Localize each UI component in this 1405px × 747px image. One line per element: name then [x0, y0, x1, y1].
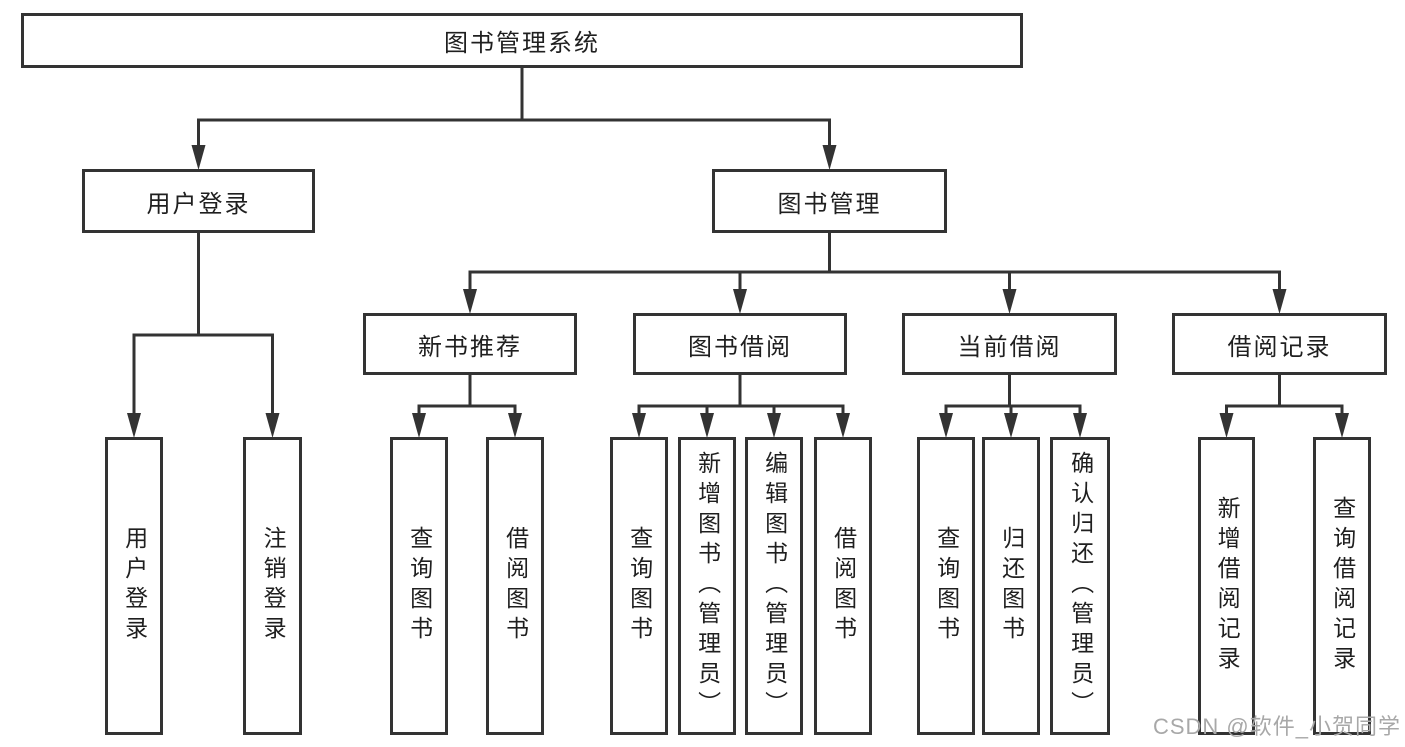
connector-borrow	[632, 374, 850, 438]
arrowhead-current-return	[1004, 413, 1018, 438]
node-rec-borrow: 借阅图书	[486, 437, 544, 735]
node-login-user: 用户登录	[105, 437, 163, 735]
node-label-login-logout: 注销登录	[260, 526, 287, 646]
node-label-root: 图书管理系统	[444, 30, 600, 57]
arrowhead-current-query	[939, 413, 953, 438]
node-label-rec-query: 查询图书	[406, 526, 433, 646]
node-label-current: 当前借阅	[957, 333, 1062, 361]
arrowhead-borrow-add	[700, 413, 714, 438]
node-label-borrow-query: 查询图书	[626, 526, 653, 646]
node-borrow-edit: 编辑图书（管理员）	[745, 437, 803, 735]
node-borrow: 图书借阅	[633, 313, 847, 375]
node-rec: 新书推荐	[363, 313, 577, 375]
connector-records	[1219, 374, 1349, 438]
arrowhead-current-confirm	[1073, 413, 1087, 438]
node-label-login-user: 用户登录	[121, 526, 148, 646]
node-login-logout: 注销登录	[243, 437, 302, 735]
arrowhead-login-logout	[265, 413, 280, 438]
node-current-query: 查询图书	[917, 437, 975, 735]
arrowhead-login-user	[127, 413, 141, 438]
node-current-return: 归还图书	[982, 437, 1040, 735]
connector-root	[191, 67, 837, 170]
node-label-current-return: 归还图书	[998, 526, 1025, 646]
arrowhead-records-add	[1219, 413, 1234, 438]
connector-login	[127, 232, 280, 438]
node-label-borrow-add: 新增图书（管理员）	[694, 451, 721, 721]
node-borrow-add: 新增图书（管理员）	[678, 437, 736, 735]
arrowhead-borrow-edit	[767, 413, 781, 438]
node-label-borrow-edit: 编辑图书（管理员）	[761, 451, 788, 721]
node-mgmt: 图书管理	[712, 169, 947, 233]
arrowhead-records-query	[1335, 413, 1349, 438]
node-records-add: 新增借阅记录	[1198, 437, 1255, 735]
node-label-records-add: 新增借阅记录	[1214, 496, 1241, 676]
connector-mgmt	[463, 232, 1287, 314]
arrowhead-records	[1272, 289, 1287, 314]
arrowhead-current	[1002, 289, 1017, 314]
watermark: CSDN @软件_小贺同学	[1152, 714, 1401, 739]
node-label-records: 借阅记录	[1227, 333, 1332, 361]
node-records-query: 查询借阅记录	[1313, 437, 1371, 735]
node-login: 用户登录	[82, 169, 315, 233]
arrowhead-rec-borrow	[508, 413, 522, 438]
node-label-rec-borrow: 借阅图书	[502, 526, 529, 646]
node-label-current-confirm: 确认归还（管理员）	[1067, 451, 1094, 721]
arrowhead-borrow-lend	[836, 413, 850, 438]
connector-current	[939, 374, 1087, 438]
arrowhead-rec-query	[412, 413, 426, 438]
arrowhead-borrow	[733, 289, 747, 314]
arrowhead-mgmt	[822, 145, 837, 170]
node-root: 图书管理系统	[21, 13, 1023, 68]
node-rec-query: 查询图书	[390, 437, 448, 735]
node-label-mgmt: 图书管理	[777, 190, 882, 218]
node-current-confirm: 确认归还（管理员）	[1050, 437, 1110, 735]
node-current: 当前借阅	[902, 313, 1117, 375]
node-label-current-query: 查询图书	[933, 526, 960, 646]
node-label-borrow-lend: 借阅图书	[830, 526, 857, 646]
node-records: 借阅记录	[1172, 313, 1387, 375]
node-label-rec: 新书推荐	[418, 333, 522, 361]
arrowhead-login	[191, 145, 206, 170]
node-borrow-lend: 借阅图书	[814, 437, 872, 735]
arrowhead-rec	[463, 289, 477, 314]
connector-rec	[412, 374, 522, 438]
node-label-login: 用户登录	[146, 190, 251, 218]
node-label-borrow: 图书借阅	[688, 333, 792, 361]
node-borrow-query: 查询图书	[610, 437, 668, 735]
arrowhead-borrow-query	[632, 413, 646, 438]
node-label-records-query: 查询借阅记录	[1329, 496, 1356, 676]
